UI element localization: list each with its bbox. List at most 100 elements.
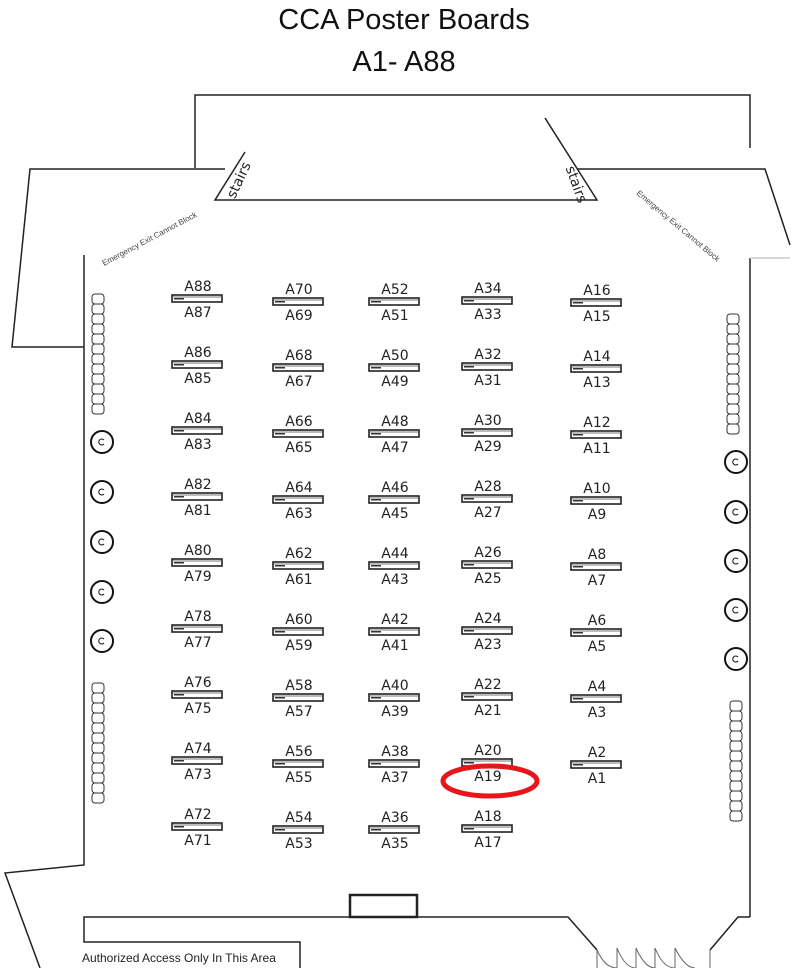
board-shape[interactable] (368, 759, 420, 768)
board-shape[interactable] (461, 296, 513, 305)
board-shape[interactable] (171, 294, 223, 303)
board-shading (463, 364, 511, 366)
board-mark (464, 630, 474, 632)
board-shape[interactable] (570, 298, 622, 307)
board-shape[interactable] (368, 693, 420, 702)
board-shape[interactable] (171, 756, 223, 765)
board-shape[interactable] (368, 297, 420, 306)
board-label-top: A60 (285, 612, 312, 628)
board-shape[interactable] (461, 560, 513, 569)
board-shape[interactable] (368, 363, 420, 372)
board-shape[interactable] (272, 693, 324, 702)
board-shape[interactable] (272, 627, 324, 636)
board-shape[interactable] (272, 495, 324, 504)
board-shape[interactable] (368, 627, 420, 636)
board-shape[interactable] (272, 561, 324, 570)
board-shape[interactable] (272, 759, 324, 768)
board-shape[interactable] (570, 496, 622, 505)
board-shape[interactable] (570, 562, 622, 571)
board-label-bottom: A1 (588, 771, 606, 787)
board-shape[interactable] (171, 426, 223, 435)
board-shape[interactable] (272, 297, 324, 306)
chair-icon (729, 780, 743, 792)
board-label-top: A44 (381, 546, 408, 562)
board-shape[interactable] (171, 822, 223, 831)
chair-stack (729, 700, 743, 822)
board-shape[interactable] (570, 628, 622, 637)
board-shape[interactable] (368, 561, 420, 570)
board-shape[interactable] (461, 428, 513, 437)
board-shape[interactable] (570, 760, 622, 769)
board-shape[interactable] (461, 824, 513, 833)
board-label-top: A58 (285, 678, 312, 694)
board-shape[interactable] (368, 495, 420, 504)
board-shape[interactable] (461, 494, 513, 503)
chair-icon (91, 303, 105, 315)
board-shape[interactable] (570, 694, 622, 703)
board-label-top: A4 (588, 679, 607, 695)
board-shape[interactable] (368, 429, 420, 438)
board-shape[interactable] (272, 363, 324, 372)
board-shape[interactable] (272, 429, 324, 438)
board-shape[interactable] (171, 690, 223, 699)
board-shape[interactable] (171, 360, 223, 369)
board-shape[interactable] (368, 825, 420, 834)
board-shape[interactable] (461, 362, 513, 371)
board-shape[interactable] (272, 825, 324, 834)
entrance-doors[interactable] (596, 947, 711, 968)
board-label-bottom: A71 (184, 833, 211, 849)
board-label-bottom: A51 (381, 308, 408, 324)
board-shape[interactable] (171, 558, 223, 567)
board-shape[interactable] (461, 692, 513, 701)
board-shape[interactable] (171, 624, 223, 633)
board-shape[interactable] (570, 430, 622, 439)
board-shape[interactable] (461, 626, 513, 635)
board-shape[interactable] (171, 492, 223, 501)
board-shape[interactable] (570, 364, 622, 373)
